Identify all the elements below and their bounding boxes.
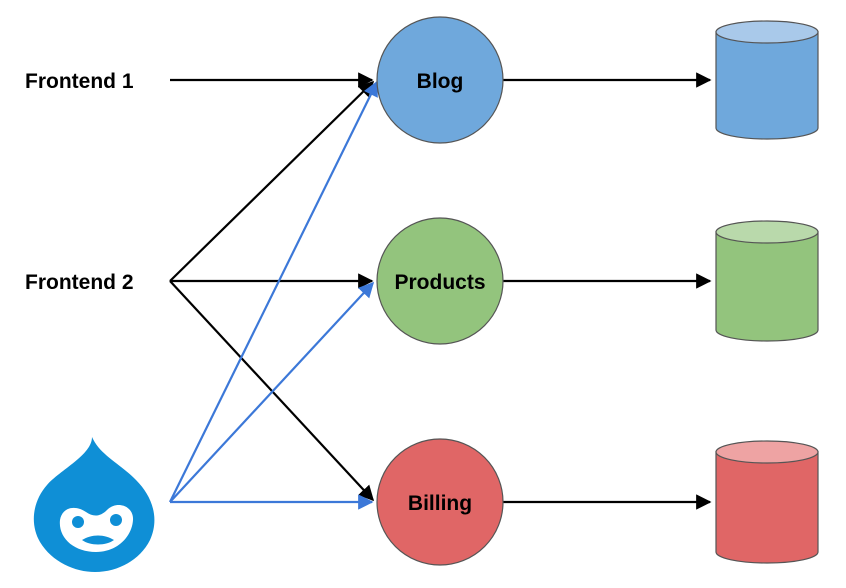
billing-database-icon xyxy=(715,440,819,564)
frontend2-label: Frontend 2 xyxy=(25,271,134,294)
clients-group: Frontend 1 Frontend 2 xyxy=(25,70,155,572)
products-database-icon xyxy=(715,220,819,342)
service-products: Products xyxy=(376,217,504,345)
drupal-logo-icon xyxy=(33,437,155,572)
edge-drupal-blog xyxy=(169,80,378,503)
service-products-label: Products xyxy=(394,271,485,294)
edges-group xyxy=(169,72,712,510)
drupal-eye-right xyxy=(110,514,122,526)
drupal-mouth xyxy=(82,535,114,545)
edge-frontend2-blog xyxy=(169,80,375,282)
service-blog-label: Blog xyxy=(417,70,464,93)
service-blog-circle xyxy=(376,16,504,144)
blog-database-icon xyxy=(715,20,819,140)
service-billing: Billing xyxy=(376,438,504,566)
service-blog: Blog xyxy=(376,16,504,144)
service-products-circle xyxy=(376,217,504,345)
services-group: Blog Products Billing xyxy=(376,16,504,566)
edge-frontend2-billing xyxy=(169,280,375,502)
service-billing-label: Billing xyxy=(408,492,472,515)
edge-drupal-products xyxy=(169,281,375,503)
service-billing-circle xyxy=(376,438,504,566)
frontend1-label: Frontend 1 xyxy=(25,70,134,93)
drupal-eye-left xyxy=(72,516,84,528)
databases-group xyxy=(715,20,819,564)
